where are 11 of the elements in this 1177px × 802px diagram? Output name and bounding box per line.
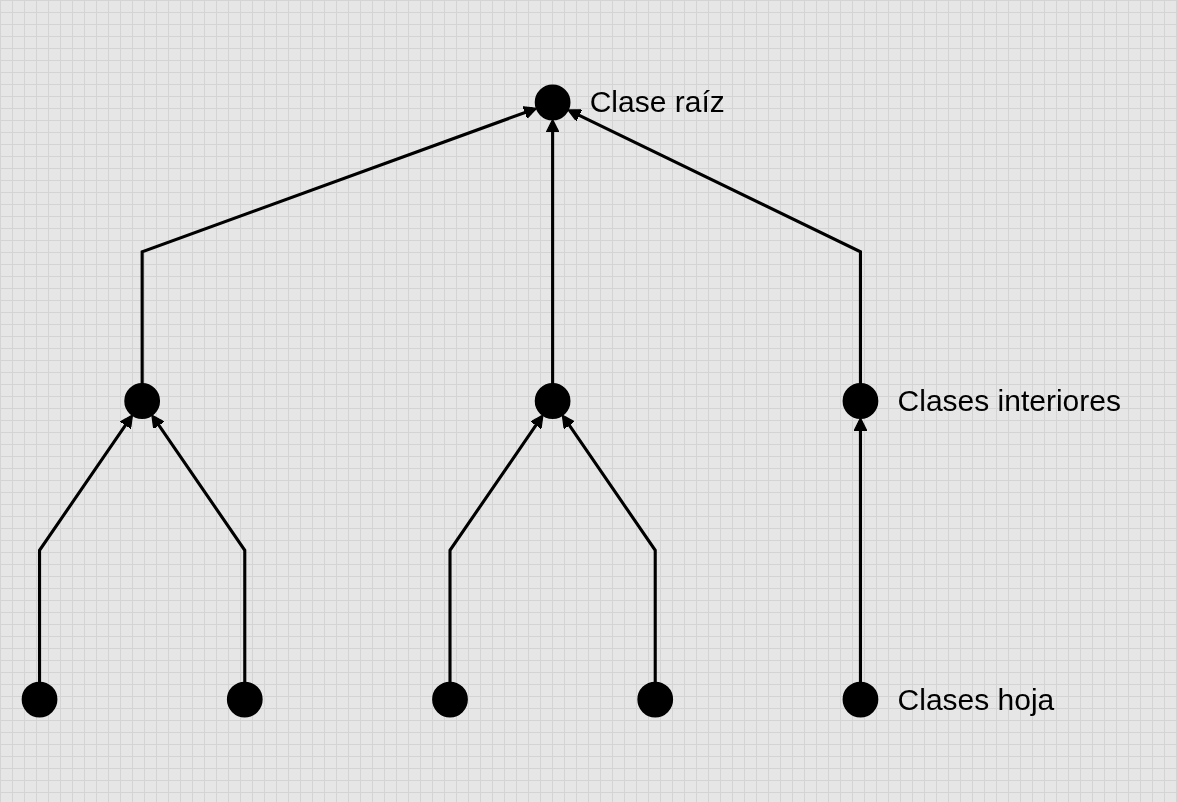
arrow bbox=[38, 414, 134, 683]
node-caption: Clase raíz bbox=[589, 85, 725, 120]
arrow bbox=[567, 109, 862, 384]
arrow bbox=[545, 118, 560, 384]
arrow bbox=[151, 414, 247, 683]
arrow bbox=[140, 106, 538, 384]
node-caption: Clases interiores bbox=[897, 384, 1121, 418]
arrow bbox=[448, 414, 544, 683]
arrow bbox=[561, 414, 657, 683]
node-caption: Clases hoja bbox=[897, 682, 1055, 717]
arrow bbox=[853, 417, 868, 683]
